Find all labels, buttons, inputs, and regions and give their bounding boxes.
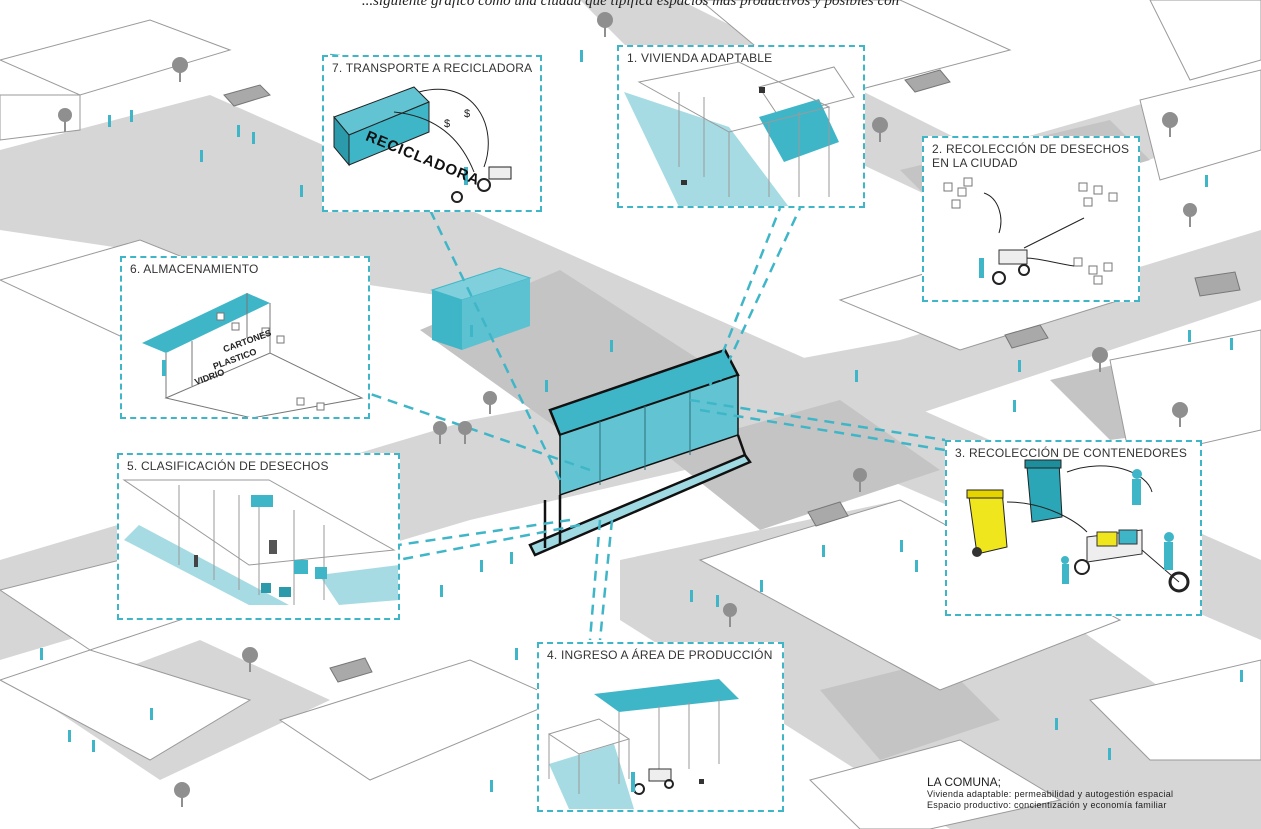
truck-illustration: $ $ xyxy=(333,86,512,203)
collection-illustration xyxy=(943,177,1118,285)
production-entry-illustration xyxy=(547,679,739,809)
panel-title: 4. INGRESO A ÁREA DE PRODUCCIÓN xyxy=(547,648,773,662)
legend-line-1: Vivienda adaptable: permeabilidad y auto… xyxy=(927,789,1174,799)
containers-illustration xyxy=(966,459,1190,593)
svg-text:$: $ xyxy=(444,118,450,130)
panel-clasificacion: 5. CLASIFICACIÓN DE DESECHOS xyxy=(117,453,400,620)
legend-title: LA COMUNA; xyxy=(927,775,1002,789)
legend: LA COMUNA; Vivienda adaptable: permeabil… xyxy=(927,776,1173,811)
leader-lines xyxy=(329,53,946,641)
panel-recoleccion-contenedores: 3. RECOLECCIÓN DE CONTENEDORES xyxy=(945,440,1202,616)
panel-almacenamiento: 6. ALMACENAMIENTO CARTONES PLASTICO VIDR… xyxy=(120,256,370,419)
panel-title: 7. TRANSPORTE A RECICLADORA xyxy=(332,61,533,75)
svg-text:$: $ xyxy=(464,108,470,120)
panel-title: 2. RECOLECCIÓN DE DESECHOS xyxy=(932,142,1130,156)
central-building xyxy=(528,348,752,557)
panel-title: 3. RECOLECCIÓN DE CONTENEDORES xyxy=(955,446,1188,460)
top-caption: ...siguiente gráfico como una ciudad que… xyxy=(361,0,900,9)
storage-illustration xyxy=(142,293,364,417)
housing-illustration xyxy=(624,61,855,206)
panel-title-line2: EN LA CIUDAD xyxy=(932,156,1018,170)
panel-recoleccion-ciudad: 2. RECOLECCIÓN DE DESECHOS EN LA CIUDAD xyxy=(922,136,1140,302)
trees xyxy=(58,12,1197,807)
panel-title: 6. ALMACENAMIENTO xyxy=(130,262,259,276)
panel-ingreso-produccion: 4. INGRESO A ÁREA DE PRODUCCIÓN xyxy=(537,642,784,812)
panel-title: 5. CLASIFICACIÓN DE DESECHOS xyxy=(127,459,329,473)
legend-line-2: Espacio productivo: concientización y ec… xyxy=(927,800,1167,810)
storage-box xyxy=(430,267,532,350)
people xyxy=(40,50,1243,792)
panel-title: 1. VIVIENDA ADAPTABLE xyxy=(627,51,773,65)
panel-vivienda-adaptable: 1. VIVIENDA ADAPTABLE xyxy=(617,45,865,208)
panel-transporte-recicladora: 7. TRANSPORTE A RECICLADORA $ $ RECICLAD… xyxy=(322,55,542,212)
sorting-illustration xyxy=(122,479,398,605)
cars xyxy=(223,69,1241,683)
